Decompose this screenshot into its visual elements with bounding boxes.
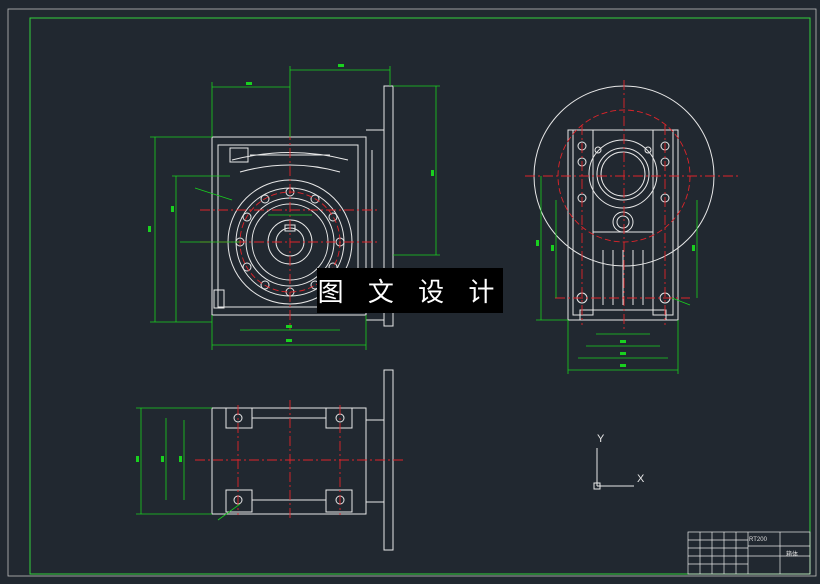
title-block-name: 箱体: [786, 552, 799, 558]
ucs-icon: [593, 448, 634, 490]
drawing-frame: [7, 8, 817, 577]
front-view: [148, 64, 440, 350]
watermark-banner: 图 文 设 计: [317, 268, 503, 313]
title-block: [687, 531, 811, 575]
ucs-x-label: X: [637, 473, 645, 485]
title-block-code: RT200: [749, 537, 767, 543]
top-view: [136, 369, 405, 551]
side-view: [525, 80, 740, 374]
ucs-y-label: Y: [597, 433, 605, 445]
